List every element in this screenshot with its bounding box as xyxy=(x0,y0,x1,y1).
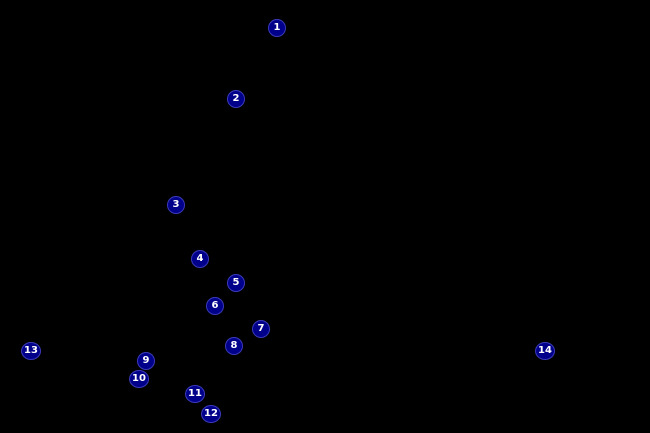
numbered-marker-10[interactable]: 10 xyxy=(129,370,149,388)
numbered-marker-8[interactable]: 8 xyxy=(225,337,243,355)
numbered-marker-4[interactable]: 4 xyxy=(191,250,209,268)
numbered-marker-1[interactable]: 1 xyxy=(268,19,286,37)
numbered-marker-13[interactable]: 13 xyxy=(21,342,41,360)
numbered-marker-5[interactable]: 5 xyxy=(227,274,245,292)
numbered-marker-2[interactable]: 2 xyxy=(227,90,245,108)
numbered-marker-14[interactable]: 14 xyxy=(535,342,555,360)
numbered-marker-11[interactable]: 11 xyxy=(185,385,205,403)
numbered-marker-3[interactable]: 3 xyxy=(167,196,185,214)
numbered-marker-9[interactable]: 9 xyxy=(137,352,155,370)
numbered-marker-6[interactable]: 6 xyxy=(206,297,224,315)
numbered-marker-7[interactable]: 7 xyxy=(252,320,270,338)
numbered-marker-12[interactable]: 12 xyxy=(201,405,221,423)
